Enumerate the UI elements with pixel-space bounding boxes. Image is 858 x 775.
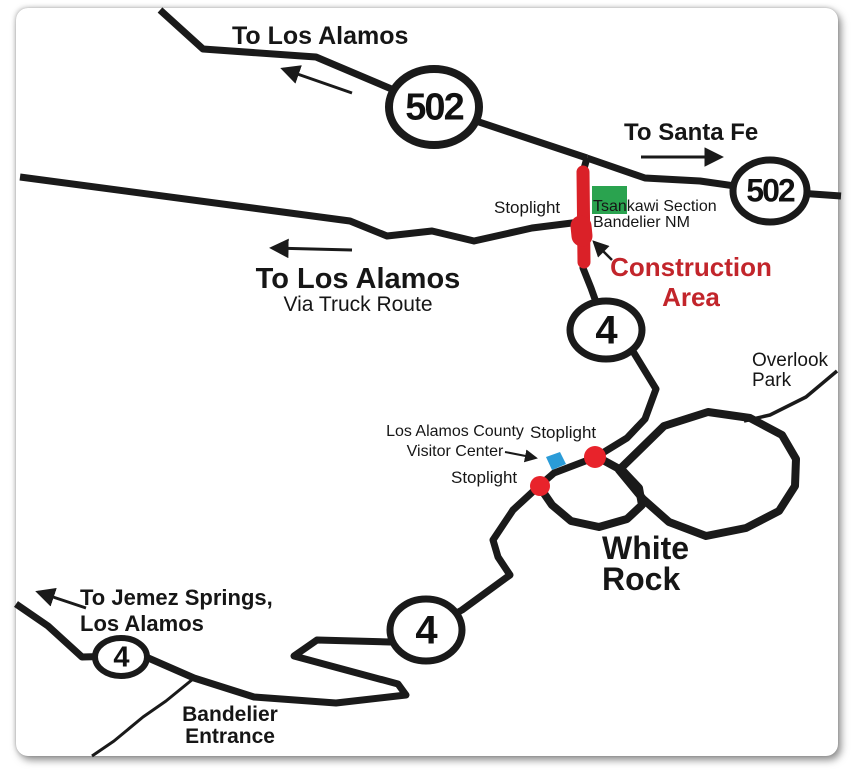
nm4-north-shield-number: 4: [595, 308, 617, 353]
nm4-mid-shield: [386, 595, 466, 665]
bandelier-line1: Bandelier: [182, 703, 278, 726]
label-stoplight-west: Stoplight: [451, 468, 518, 487]
nm502-west-road: [157, 7, 589, 162]
arrow-to-jemez: [35, 587, 87, 610]
label-stoplight-east: Stoplight: [530, 423, 597, 442]
nm502-east-shield-number: 502: [746, 172, 795, 209]
truck-route-line2: Via Truck Route: [283, 293, 433, 317]
nm4-mid-shield-number: 4: [415, 608, 437, 653]
stoplight-east-dot: [584, 446, 606, 468]
construction-line1: Construction: [610, 252, 772, 282]
visitor-center-line2: Visitor Center: [406, 443, 504, 460]
jemez-line2: Los Alamos: [80, 611, 204, 636]
jemez-line1: To Jemez Springs,: [80, 585, 273, 610]
construction-bar-bulge: [570, 215, 593, 247]
nm502-east-shield: [729, 156, 811, 226]
label-white-rock: White Rock: [602, 530, 690, 597]
label-truck-route: To Los Alamos Via Truck Route: [238, 264, 478, 316]
white-rock-line2: Rock: [602, 561, 681, 597]
arrow-visitor-center: [504, 449, 538, 463]
arrow-construction: [592, 240, 613, 261]
nm4-north-shield: [566, 297, 646, 363]
white-rock-line1: White: [602, 530, 690, 566]
visitor-center-line1: Los Alamos County: [386, 423, 524, 440]
nm502-west-shield: [385, 65, 483, 149]
tsankawi-area-marker: [592, 186, 627, 214]
nm4-southwest-shield: [92, 635, 150, 679]
label-stoplight-nm502: Stoplight: [494, 198, 561, 217]
overlook-line1: Overlook: [752, 350, 829, 371]
white-rock-loop-road: [615, 408, 800, 540]
truck-route-line1: To Los Alamos: [255, 263, 461, 295]
label-construction-area: Construction Area: [598, 252, 784, 312]
nm4-road: [14, 157, 660, 707]
nm502-west-shield-number: 502: [405, 86, 464, 129]
bandelier-line2: Entrance: [185, 725, 275, 748]
overlook-line2: Park: [752, 370, 792, 391]
label-to-jemez: To Jemez Springs, Los Alamos: [80, 585, 273, 637]
arrow-to-los-alamos-north: [280, 65, 353, 95]
label-to-santa-fe: To Santa Fe: [624, 119, 759, 146]
overlook-park-road: [743, 369, 839, 423]
tsankawi-line2: Bandelier NM: [593, 214, 690, 231]
nm4-southwest-shield-number: 4: [113, 641, 129, 674]
arrow-truck-route: [269, 238, 353, 259]
visitor-center-marker: [546, 452, 566, 470]
label-visitor-center: Los Alamos County Visitor Center: [380, 422, 530, 462]
construction-line2: Area: [662, 282, 720, 312]
white-rock-left-lobe-road: [537, 455, 646, 531]
label-to-los-alamos-north: To Los Alamos: [232, 22, 409, 50]
truck-route-road: [19, 173, 581, 245]
tsankawi-line1: Tsankawi Section: [593, 198, 717, 215]
label-bandelier-entrance: Bandelier Entrance: [160, 704, 300, 748]
stoplight-west-dot: [530, 476, 550, 496]
bandelier-entrance-road: [91, 677, 194, 758]
label-tsankawi-section: Tsankawi Section Bandelier NM: [593, 199, 717, 231]
label-overlook-park: Overlook Park: [752, 351, 828, 391]
